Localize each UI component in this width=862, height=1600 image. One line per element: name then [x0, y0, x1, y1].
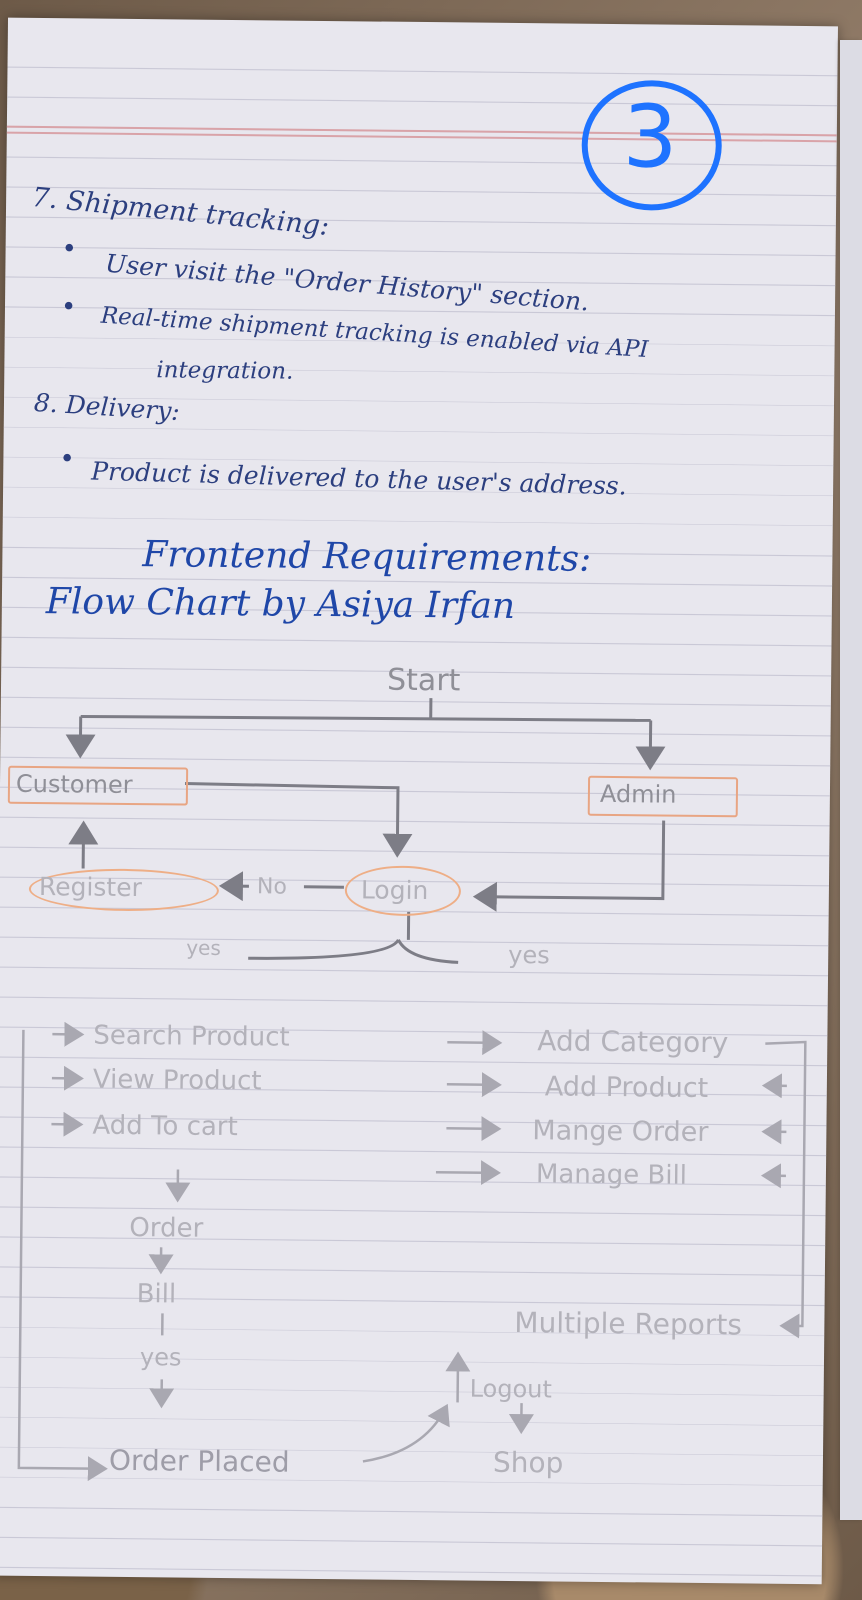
customer-step-3: Add To cart [92, 1110, 238, 1143]
notebook-page: 3 7. Shipment tracking: • User visit the… [0, 17, 838, 1585]
next-page-edge [840, 40, 862, 1520]
admin-step-3: Mange Order [532, 1115, 709, 1149]
flow-admin: Admin [599, 779, 677, 809]
admin-step-2: Add Product [544, 1071, 709, 1105]
flow-order: Order [129, 1212, 204, 1244]
flow-register: Register [38, 872, 143, 903]
flow-order-placed: Order Placed [108, 1443, 290, 1479]
customer-step-1: Search Product [93, 1020, 290, 1053]
flow-customer: Customer [15, 769, 133, 799]
flow-shop: Shop [492, 1445, 564, 1480]
flowchart-connectors [17, 698, 807, 1482]
flow-yes-bill: yes [139, 1343, 182, 1372]
flow-no: No [256, 874, 287, 900]
flow-login: Login [360, 875, 429, 906]
admin-step-1: Add Category [537, 1024, 729, 1060]
flow-yes-left: yes [186, 935, 221, 960]
flow-bill: Bill [136, 1279, 177, 1310]
admin-step-4: Manage Bill [535, 1159, 688, 1191]
flow-reports: Multiple Reports [514, 1306, 743, 1342]
flow-start: Start [386, 662, 461, 699]
flow-yes-right: yes [508, 940, 550, 970]
flow-logout: Logout [469, 1374, 553, 1404]
customer-step-2: View Product [92, 1064, 262, 1097]
